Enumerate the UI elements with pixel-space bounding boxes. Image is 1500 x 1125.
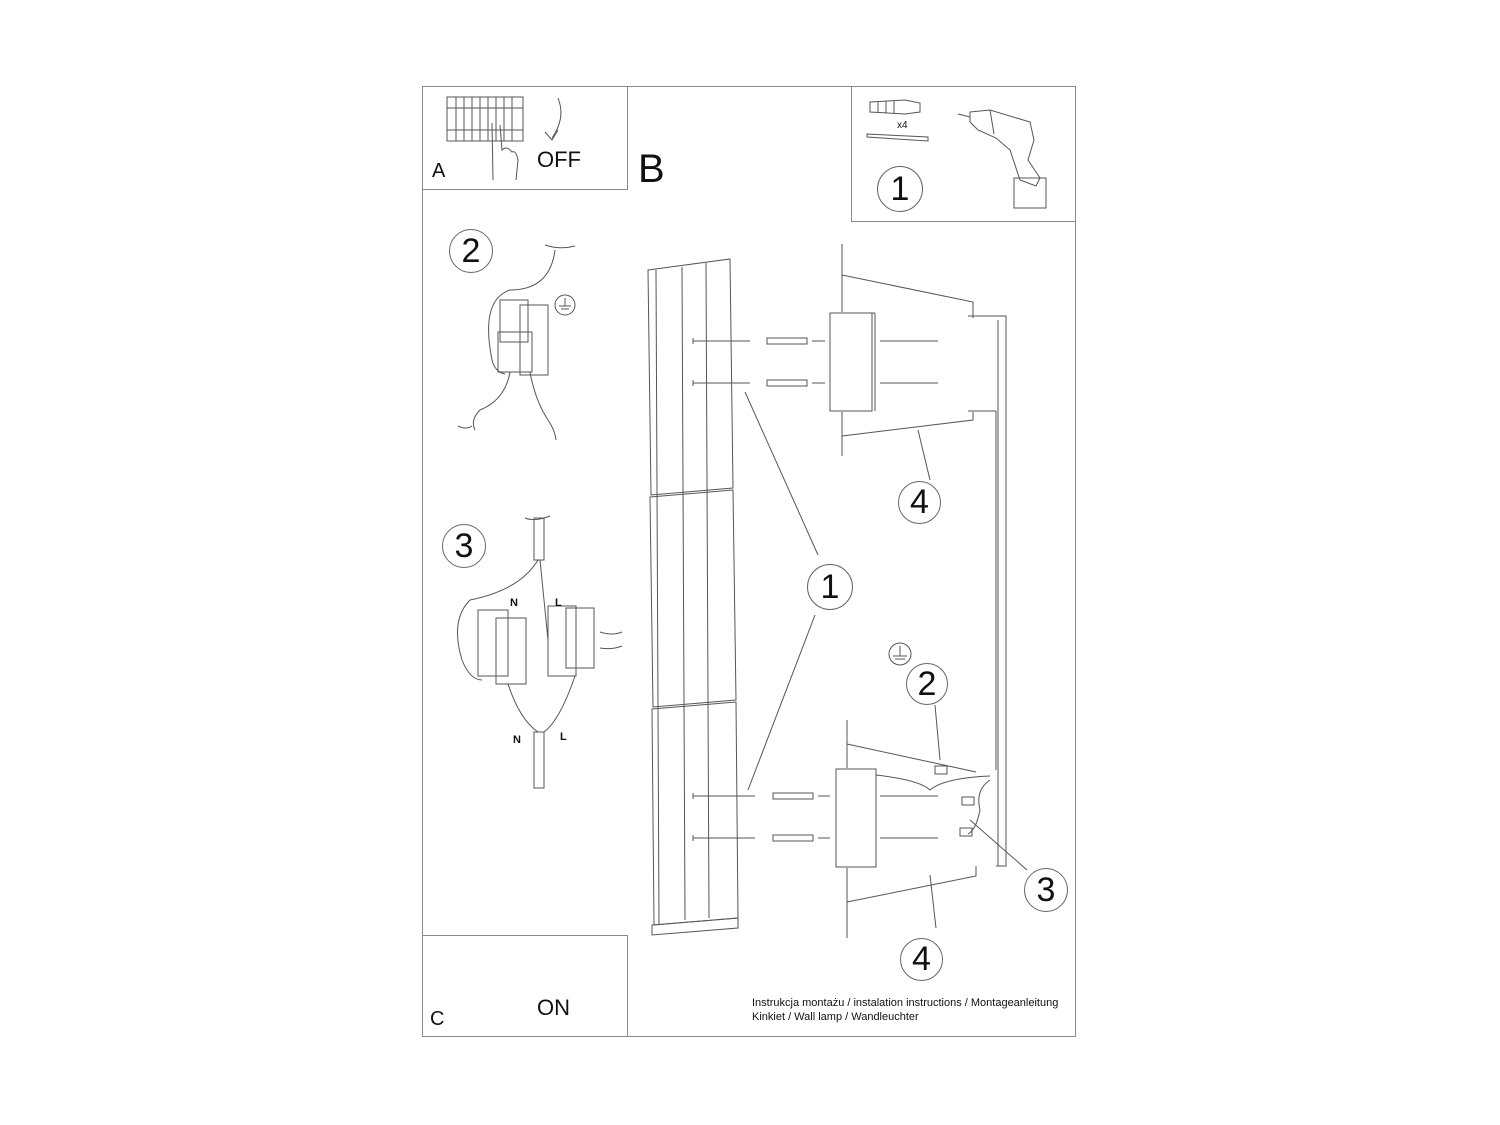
- step-1-number: 1: [890, 169, 910, 208]
- panel-c-power-on: [422, 935, 628, 1037]
- callout-3: 3: [1024, 868, 1068, 912]
- step-3-callout: 3: [442, 524, 486, 568]
- section-b-letter: B: [638, 147, 665, 191]
- step-2-callout: 2: [449, 229, 493, 273]
- callout-2: 2: [906, 663, 948, 705]
- step-2-number: 2: [461, 231, 481, 270]
- footer-line-1: Instrukcja montażu / instalation instruc…: [752, 997, 1059, 1009]
- callout-2-number: 2: [917, 664, 937, 703]
- callout-4-top: 4: [898, 481, 941, 524]
- on-label: ON: [537, 995, 570, 1020]
- step-3-number: 3: [454, 526, 474, 565]
- callout-1-number: 1: [820, 567, 840, 606]
- off-label: OFF: [537, 147, 581, 172]
- footer-line-2: Kinkiet / Wall lamp / Wandleuchter: [752, 1011, 919, 1023]
- callout-4-bottom: 4: [900, 938, 943, 981]
- terminal-n-top: N: [510, 597, 518, 609]
- callout-1: 1: [807, 564, 853, 610]
- section-a-letter: A: [432, 160, 446, 182]
- callout-4-top-number: 4: [910, 483, 929, 521]
- footer-caption: Instrukcja montażu / instalation instruc…: [752, 996, 1058, 1024]
- section-c-letter: C: [430, 1008, 445, 1030]
- terminal-l-bottom: L: [560, 731, 567, 743]
- callout-4-bottom-number: 4: [912, 940, 931, 978]
- terminal-n-bottom: N: [513, 734, 521, 746]
- step-1-callout: 1: [877, 166, 923, 212]
- terminal-l-top: L: [555, 597, 562, 609]
- instruction-sheet: [422, 86, 1076, 1037]
- anchor-count-label: x4: [897, 120, 908, 131]
- callout-3-number: 3: [1036, 870, 1056, 909]
